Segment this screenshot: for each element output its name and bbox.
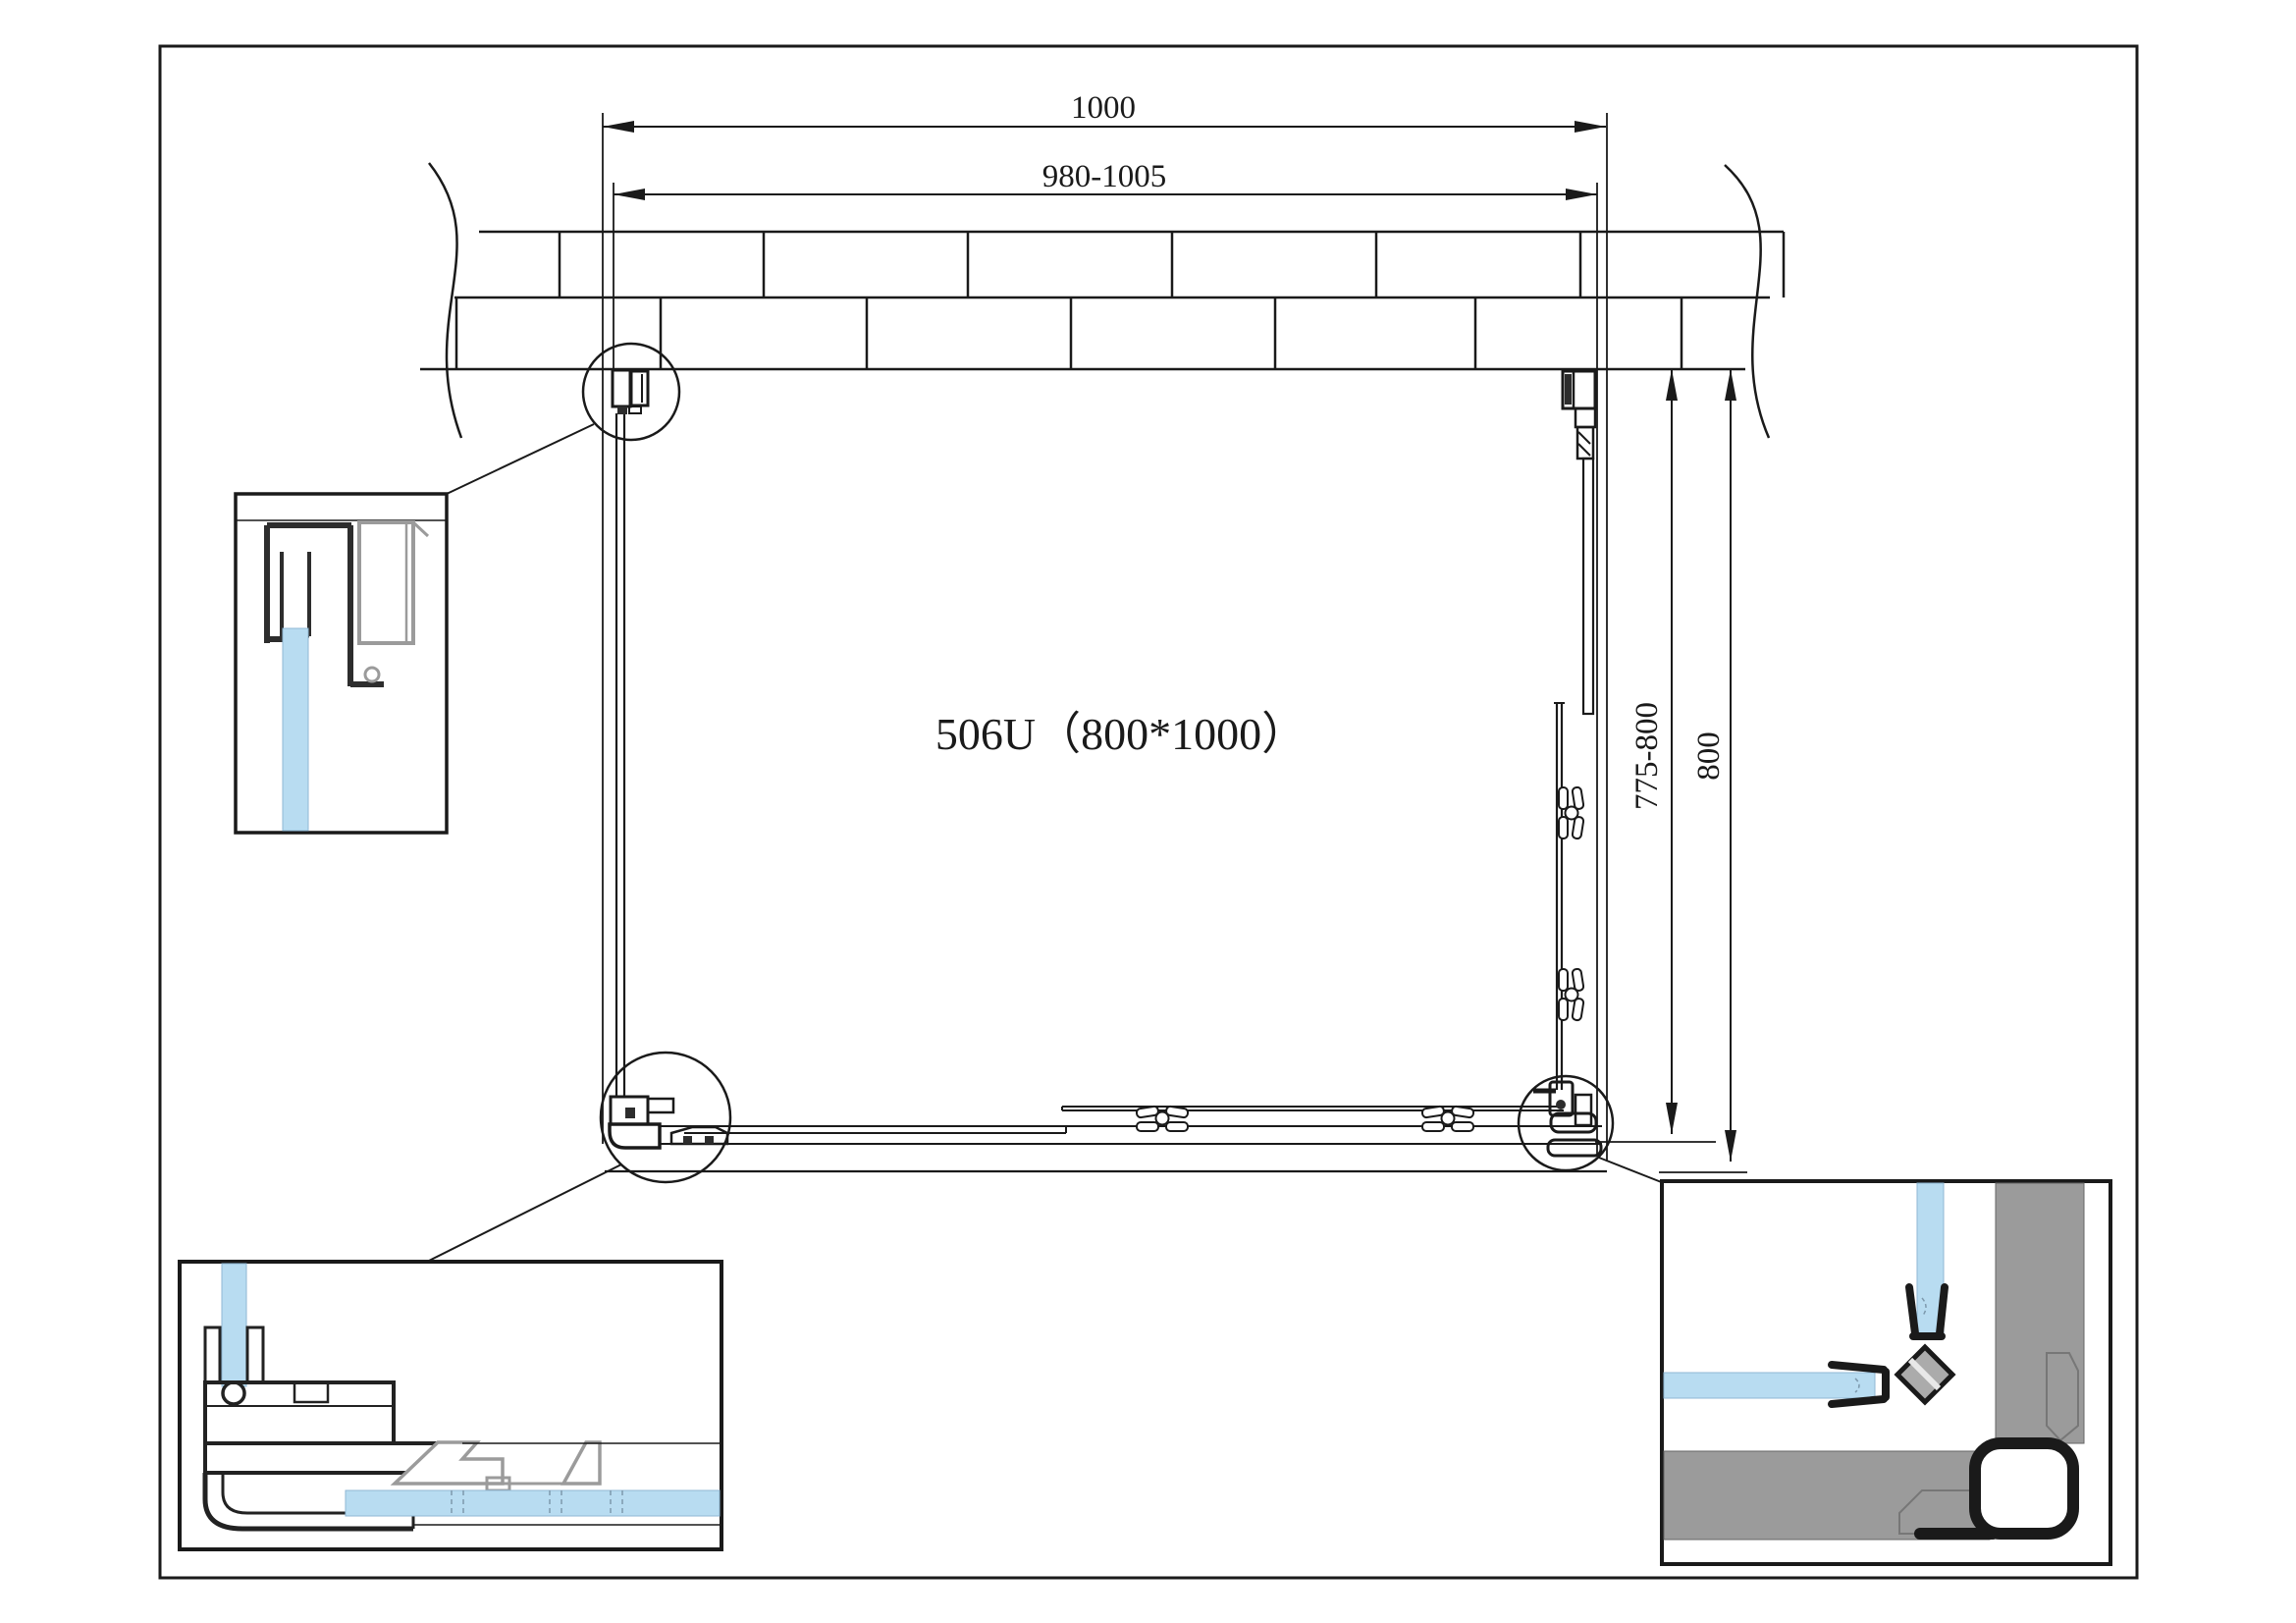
magnetic-seal-vertical bbox=[1905, 1283, 1949, 1340]
detail-box-bottom-right bbox=[1660, 1179, 2112, 1566]
bottom-front-door bbox=[684, 1126, 1067, 1134]
detail-box-bottom-left bbox=[178, 1260, 723, 1551]
wall-profile-dark-section bbox=[264, 522, 384, 687]
detail-callouts bbox=[428, 342, 1665, 1262]
dim-label-775-800: 775-800 bbox=[1629, 702, 1665, 810]
fastener-dashes bbox=[451, 1490, 623, 1516]
wall-profile-cutout bbox=[2046, 1352, 2079, 1442]
dimension-side-outer bbox=[1725, 369, 1736, 1162]
door-guide-block bbox=[669, 1125, 729, 1146]
glass-section-vertical bbox=[221, 1263, 247, 1387]
detail-box-top-left bbox=[234, 492, 449, 835]
dim-label-980-1005: 980-1005 bbox=[1042, 159, 1167, 194]
dim-label-800: 800 bbox=[1691, 731, 1727, 781]
tray-corner-profile bbox=[1969, 1437, 2079, 1540]
leader-top-left bbox=[446, 423, 595, 495]
glass-section-vertical bbox=[282, 627, 309, 832]
dimension-side-inner bbox=[1666, 369, 1678, 1134]
callout-circle-bottom-left bbox=[599, 1051, 732, 1184]
left-glass-panel bbox=[614, 413, 626, 1097]
dimension-top-inner bbox=[614, 189, 1597, 200]
dim-label-1000: 1000 bbox=[1071, 90, 1136, 126]
enclosure-plan bbox=[605, 368, 1607, 1173]
glass-section-horizontal bbox=[1663, 1372, 1876, 1399]
rail-profile-gray-section bbox=[390, 1440, 602, 1492]
wall-break-line-left bbox=[428, 162, 463, 439]
roller-wheel-section bbox=[363, 666, 381, 683]
wall-break-line-right bbox=[1724, 164, 1771, 439]
leader-bottom-right bbox=[1598, 1157, 1665, 1184]
dimension-top-outer bbox=[603, 121, 1606, 133]
dimensions bbox=[602, 113, 1747, 1173]
corner-profile-black-section bbox=[202, 1325, 464, 1532]
bottom-left-corner-profile bbox=[608, 1095, 729, 1150]
callout-circle-top-left bbox=[581, 342, 681, 442]
bottom-rail bbox=[605, 1125, 1607, 1173]
floor-gray-section bbox=[1663, 1450, 1991, 1541]
wall-profile-gray-section bbox=[357, 520, 430, 683]
wall-gray-section bbox=[1995, 1182, 2085, 1444]
magnet-block bbox=[1894, 1343, 1956, 1406]
model-label: 506U（800*1000） bbox=[935, 709, 1307, 759]
wall-section bbox=[420, 162, 1786, 439]
glass-section-horizontal bbox=[345, 1489, 721, 1517]
top-left-wall-profile bbox=[611, 368, 650, 414]
bottom-right-corner-profile bbox=[1533, 1080, 1603, 1158]
callout-circle-bottom-right bbox=[1517, 1074, 1615, 1172]
top-right-wall-profile bbox=[1561, 369, 1597, 460]
magnetic-seal-horizontal bbox=[1828, 1361, 1890, 1408]
right-sliding-door bbox=[1554, 702, 1565, 1090]
glass-edge-dashes bbox=[1854, 1297, 1927, 1393]
door-wheel-section bbox=[221, 1380, 246, 1406]
leader-bottom-left bbox=[428, 1163, 622, 1262]
